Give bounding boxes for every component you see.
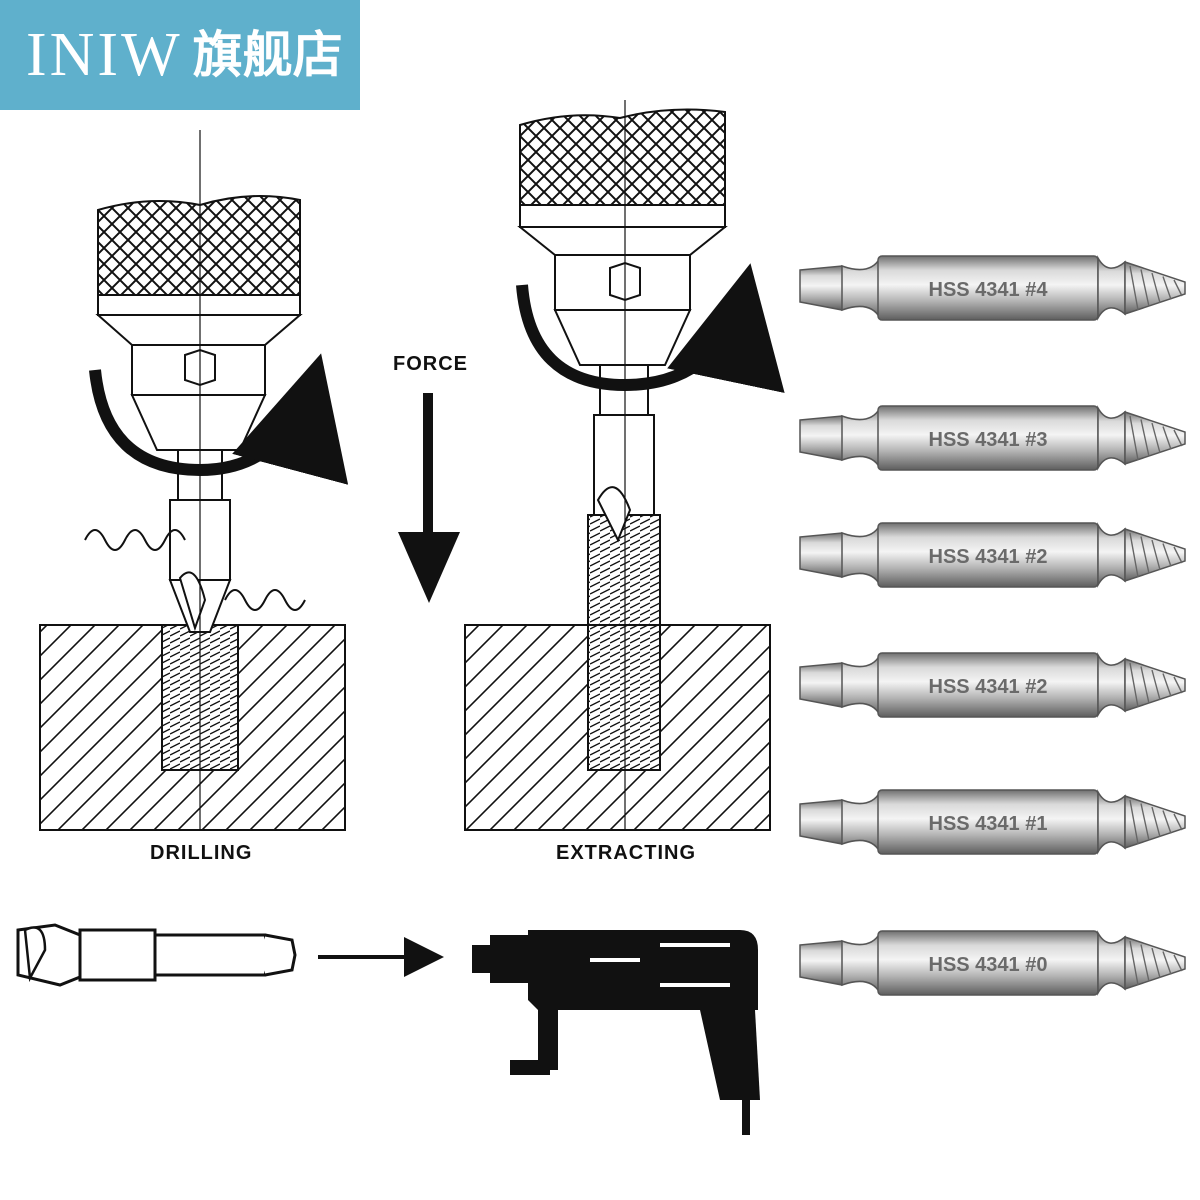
store-logo-cjk: 旗舰店 <box>192 26 343 84</box>
power-drill-icon <box>472 930 760 1135</box>
extractor-bit: HSS 4341 #3 <box>799 405 1186 471</box>
extractor-bit: HSS 4341 #0 <box>799 930 1186 996</box>
chuck-knurled-middle <box>519 108 726 206</box>
extractor-bit: HSS 4341 #1 <box>799 789 1186 855</box>
bit-label: HSS 4341 #0 <box>929 954 1048 976</box>
bit-label: HSS 4341 #1 <box>929 813 1048 835</box>
bit-label: HSS 4341 #2 <box>929 676 1048 698</box>
extracting-label: EXTRACTING <box>556 842 696 864</box>
metal-chips-left <box>84 529 186 551</box>
force-indicator <box>398 393 460 603</box>
extractor-bit: HSS 4341 #4 <box>799 255 1186 321</box>
rotation-arrow-left <box>89 353 349 485</box>
drilling-illustration <box>39 130 349 831</box>
force-arrow-icon <box>398 532 460 603</box>
store-logo-latin: INIW <box>26 21 183 89</box>
store-logo: INIW 旗舰店 <box>0 0 360 110</box>
bit-set: HSS 4341 #4 HSS 4341 #3 HSS 4341 #2 HSS 434… <box>799 255 1186 996</box>
force-label: FORCE <box>393 353 468 375</box>
drilling-label: DRILLING <box>150 842 253 864</box>
bit-label: HSS 4341 #3 <box>929 429 1048 451</box>
bit-to-drill-illustration <box>16 923 760 1135</box>
bit-label: HSS 4341 #4 <box>929 279 1049 301</box>
extractor-bit: HSS 4341 #2 <box>799 522 1186 588</box>
extracting-illustration <box>464 100 785 831</box>
bit-label: HSS 4341 #2 <box>929 546 1048 568</box>
rotation-arrow-middle <box>516 263 785 394</box>
chuck-knurled-left <box>97 195 301 296</box>
extractor-bit: HSS 4341 #2 <box>799 652 1186 718</box>
